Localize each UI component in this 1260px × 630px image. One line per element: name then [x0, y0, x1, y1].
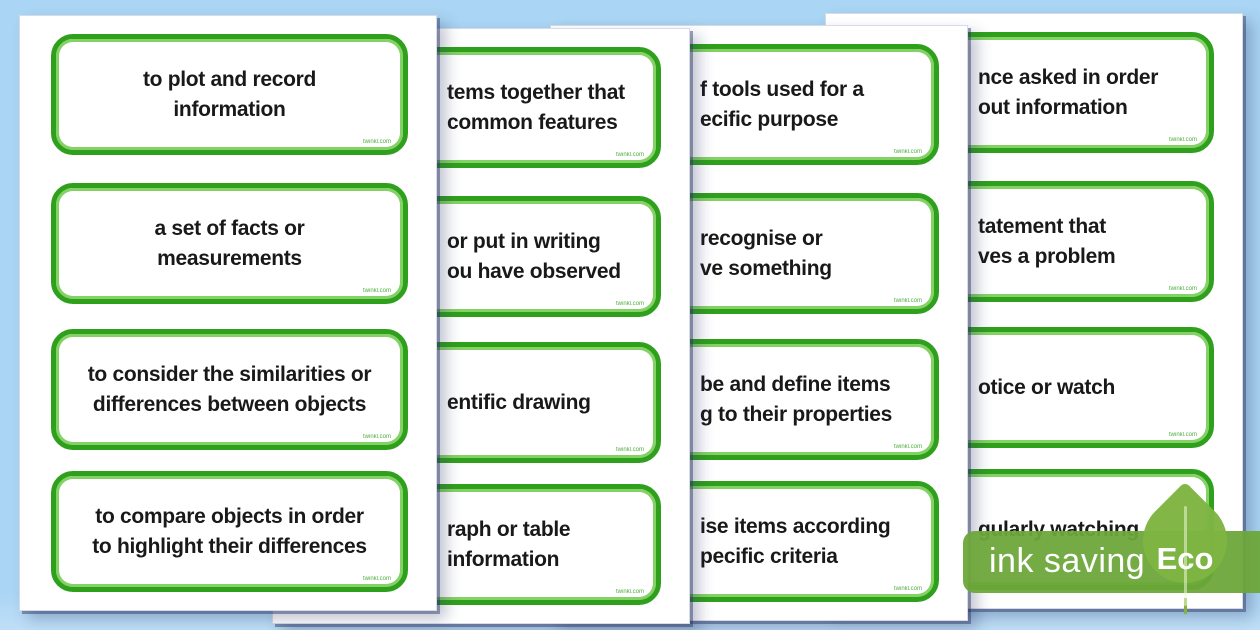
card-text: to plot and record information — [142, 67, 317, 121]
card-text: be and define items g to their propertie… — [700, 372, 893, 426]
card-text: tems together that common features — [447, 80, 625, 134]
twinkl-watermark: twinkl.com — [893, 444, 922, 450]
twinkl-watermark: twinkl.com — [615, 152, 644, 158]
twinkl-watermark: twinkl.com — [893, 149, 922, 155]
card-text: f tools used for a ecific purpose — [700, 77, 864, 131]
card-text: recognise or ve something — [700, 226, 832, 280]
twinkl-watermark: twinkl.com — [362, 434, 391, 440]
definition-card: to plot and record information twinkl.co… — [51, 34, 408, 155]
card-text: otice or watch — [978, 375, 1115, 399]
leaf-stem — [1184, 598, 1187, 614]
card-text: or put in writing ou have observed — [447, 229, 621, 283]
card-text: to compare objects in order to highlight… — [92, 504, 367, 558]
twinkl-watermark: twinkl.com — [1168, 286, 1197, 292]
ink-saving-label: ink saving — [989, 542, 1146, 580]
card-text: ise items according pecific criteria — [700, 514, 891, 568]
twinkl-watermark: twinkl.com — [362, 288, 391, 294]
twinkl-watermark: twinkl.com — [615, 589, 644, 595]
leaf-vein — [1184, 506, 1187, 606]
definition-card: to consider the similarities or differen… — [51, 329, 408, 450]
twinkl-watermark: twinkl.com — [615, 447, 644, 453]
twinkl-watermark: twinkl.com — [1168, 137, 1197, 143]
card-text: entific drawing — [447, 390, 591, 414]
twinkl-watermark: twinkl.com — [362, 139, 391, 145]
card-text: to consider the similarities or differen… — [87, 362, 372, 416]
card-text: nce asked in order out information — [978, 65, 1159, 119]
definition-card: a set of facts or measurements twinkl.co… — [51, 183, 408, 304]
twinkl-watermark: twinkl.com — [1168, 432, 1197, 438]
card-text: a set of facts or measurements — [154, 216, 305, 270]
eco-label: Eco — [1156, 541, 1214, 576]
card-text: raph or table information — [447, 517, 571, 571]
card-text: tatement that ves a problem — [978, 214, 1116, 268]
worksheet-page-1: to plot and record information twinkl.co… — [19, 15, 437, 611]
twinkl-watermark: twinkl.com — [893, 586, 922, 592]
twinkl-watermark: twinkl.com — [362, 576, 391, 582]
twinkl-watermark: twinkl.com — [893, 298, 922, 304]
twinkl-watermark: twinkl.com — [615, 301, 644, 307]
definition-card: to compare objects in order to highlight… — [51, 471, 408, 592]
